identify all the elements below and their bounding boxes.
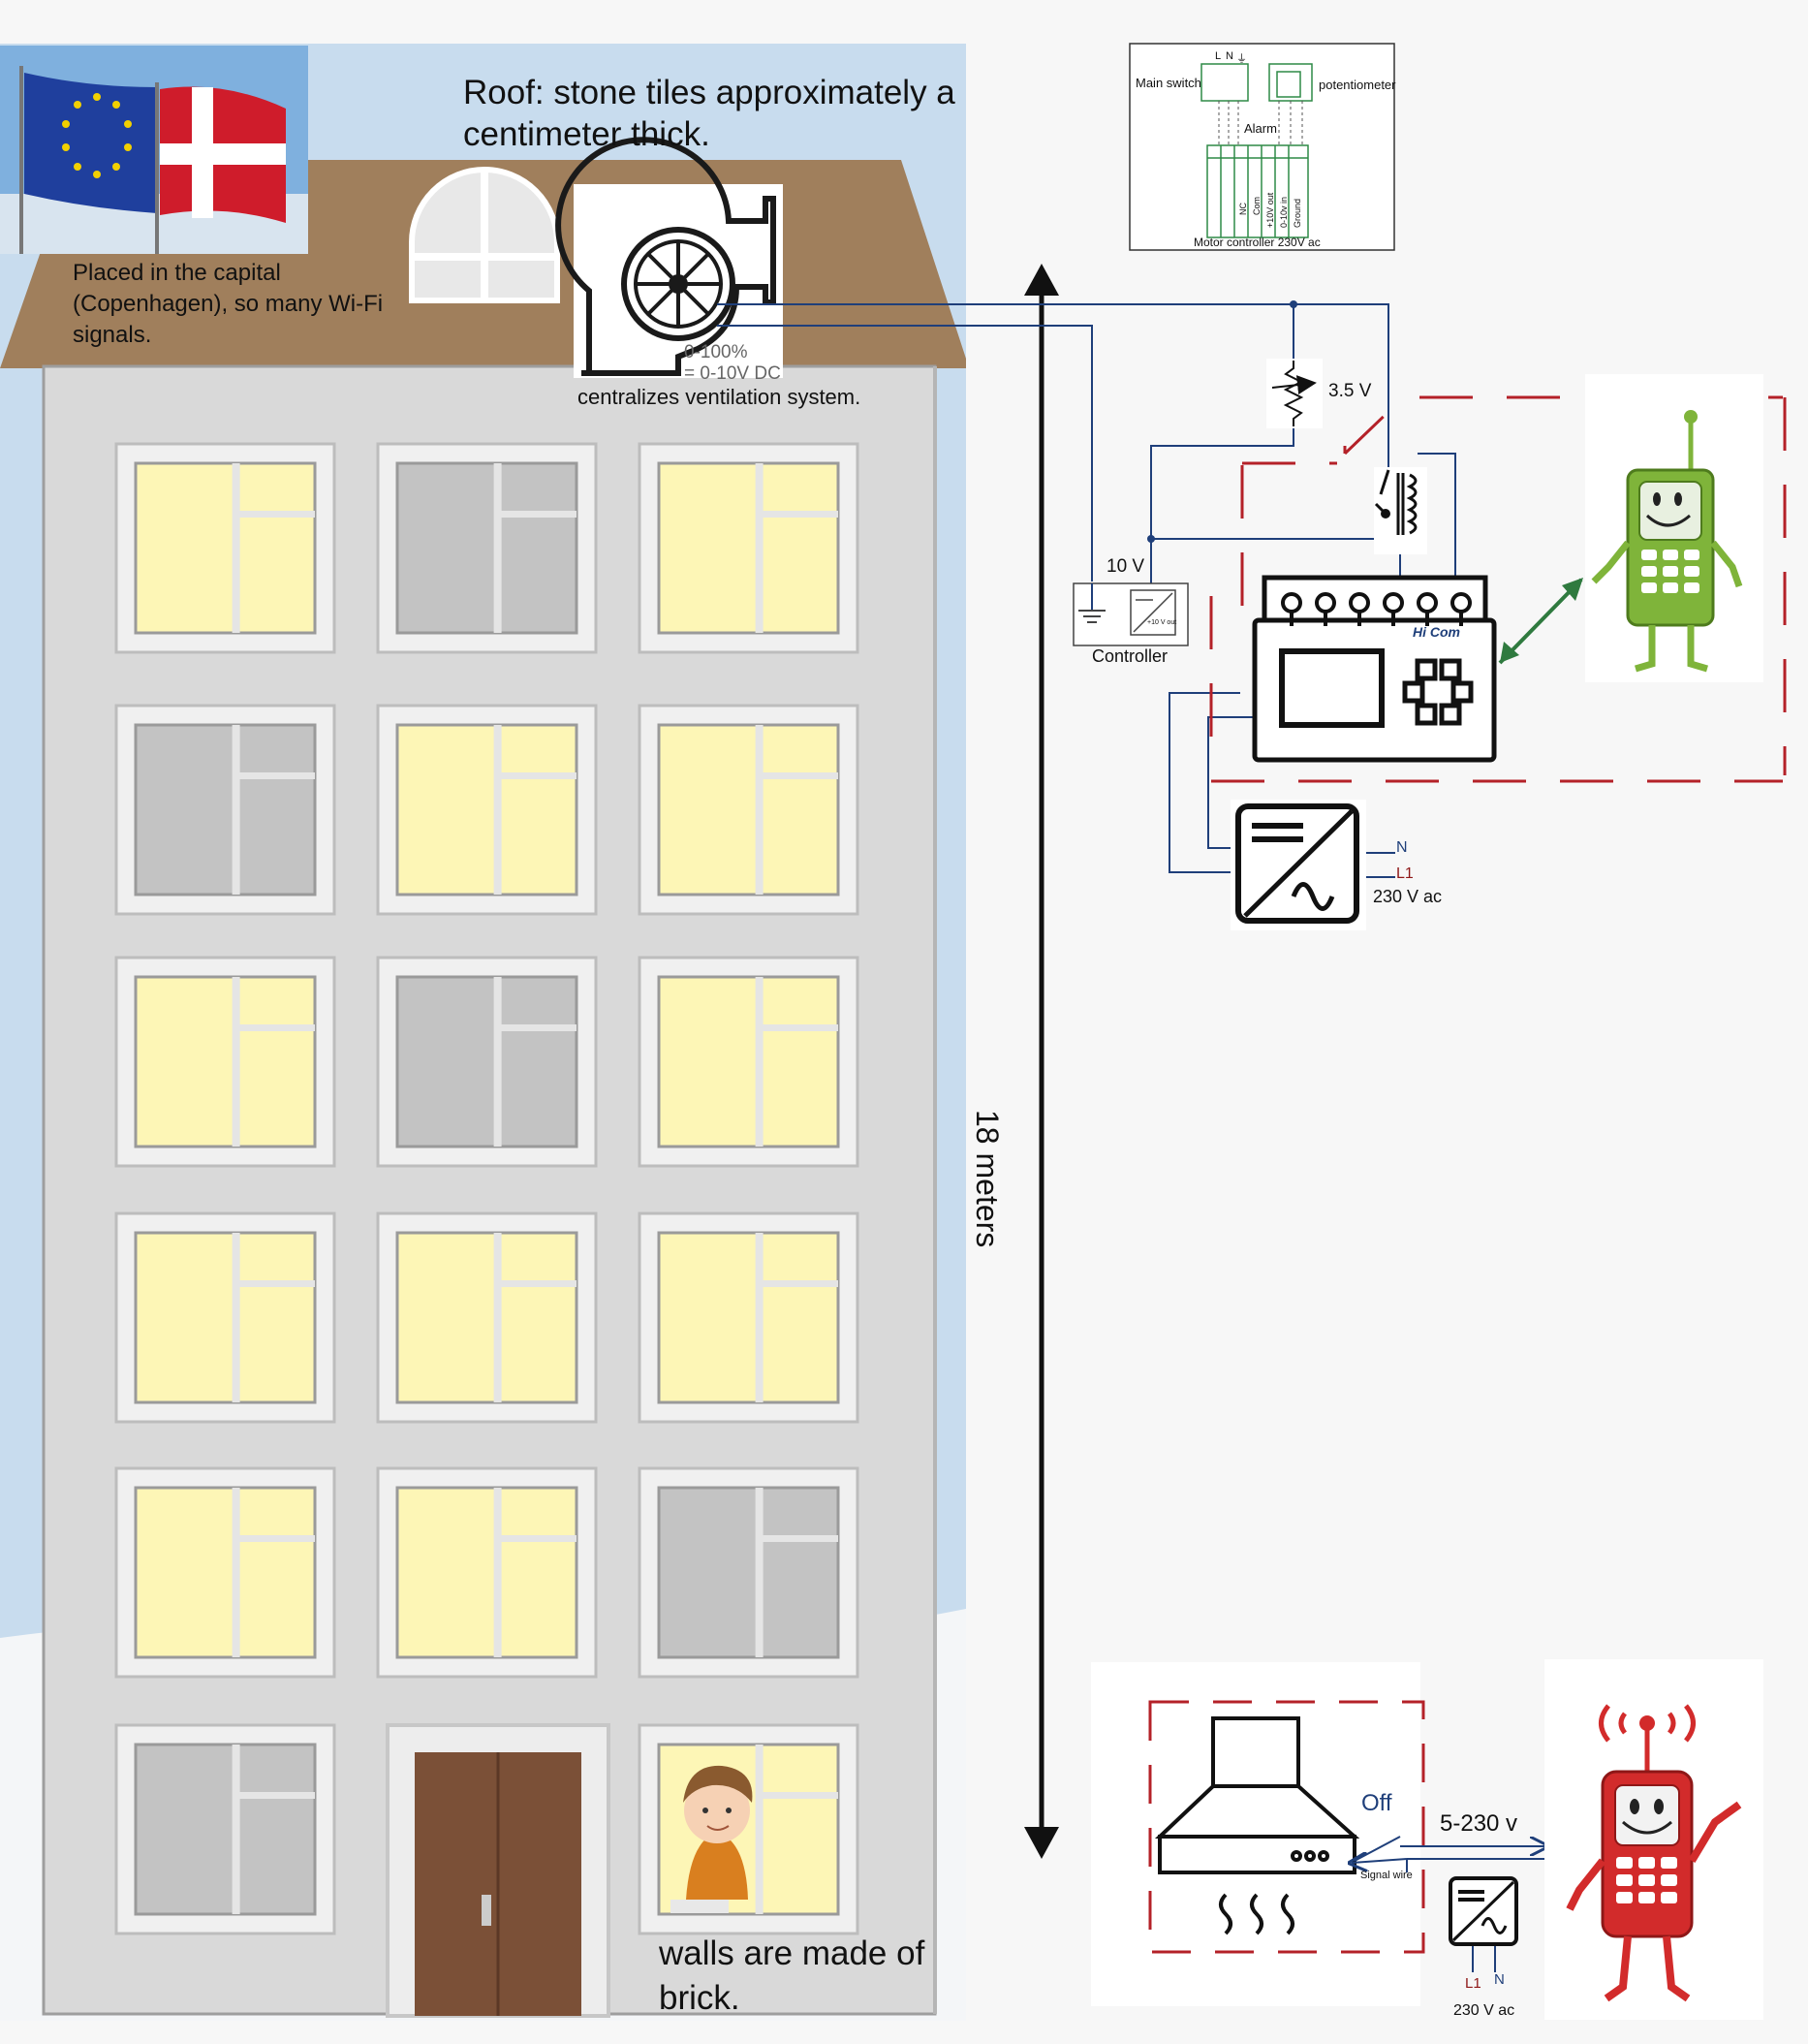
hood-off: Off (1361, 1790, 1392, 1816)
mini-schematic (1129, 43, 1395, 251)
mini-terminal-ground: ⏚ (1236, 53, 1247, 65)
supply-voltage: 230 V ac (1373, 887, 1443, 906)
wireless-link-arrow (1498, 578, 1583, 665)
mini-terminal-n: N (1226, 50, 1233, 62)
cooker-hood (1154, 1716, 1360, 1935)
wifi-module (1252, 575, 1497, 763)
fan-caption: centralizes ventilation system. (577, 385, 861, 409)
mini-potentiometer: potentiometer (1319, 78, 1396, 92)
hood-supply-l1: L1 (1465, 1975, 1481, 1992)
mini-motor-controller: Motor controller 230V ac (1194, 236, 1321, 249)
entrance-door (386, 1723, 610, 2018)
pot-voltage: 3.5 V (1328, 381, 1372, 401)
controller-inner: +10 V out (1147, 619, 1177, 626)
green-phone (1585, 374, 1763, 682)
mini-alarm: Alarm (1244, 121, 1277, 136)
potentiometer-symbol (1266, 359, 1323, 428)
supply-l1: L1 (1396, 865, 1414, 882)
hood-supply-n: N (1494, 1971, 1505, 1988)
mini-nc: NC (1238, 203, 1248, 215)
hood-panel (1091, 1662, 1545, 2006)
supply-n: N (1396, 839, 1408, 856)
hood-power-supply (1449, 1876, 1518, 1946)
fan-range-percent: 0-100% (684, 342, 748, 362)
child-figure (670, 1765, 753, 1913)
hood-signal-wire: Signal wire (1360, 1870, 1413, 1881)
mini-terminal-l: L (1215, 50, 1222, 62)
walls-note: walls are made of brick. (659, 1934, 925, 2017)
hood-supply-voltage: 230 V ac (1453, 2002, 1515, 2019)
location-note: Placed in the capital (Copenhagen), so m… (73, 260, 384, 348)
mini-ground: Ground (1293, 198, 1302, 228)
red-phone (1544, 1659, 1763, 2020)
controller-voltage: 10 V (1107, 556, 1145, 577)
controller-label: Controller (1092, 646, 1169, 666)
mini-0-10v-in: 0-10v in (1279, 196, 1289, 228)
eu-flag (24, 73, 157, 213)
mini-main-switch: Main switch (1136, 76, 1201, 90)
centrifugal-fan (555, 137, 783, 378)
roof-note: Roof: stone tiles approximately a centim… (463, 74, 955, 153)
controller-box (1073, 582, 1189, 646)
mini-com: Com (1252, 196, 1262, 215)
flags-image (0, 46, 308, 254)
fan-range-voltage: = 0-10V DC (684, 363, 781, 384)
power-supply-symbol (1231, 800, 1366, 930)
dormer-window (409, 167, 560, 303)
relay-coil (1374, 467, 1427, 554)
hood-range: 5-230 v (1440, 1810, 1518, 1837)
module-text: Hi Com (1413, 624, 1460, 640)
mini-10v-out: +10V out (1265, 192, 1275, 228)
height-label: 18 meters (970, 1110, 1005, 1248)
windows (114, 442, 859, 1935)
height-arrow (1024, 264, 1059, 1859)
